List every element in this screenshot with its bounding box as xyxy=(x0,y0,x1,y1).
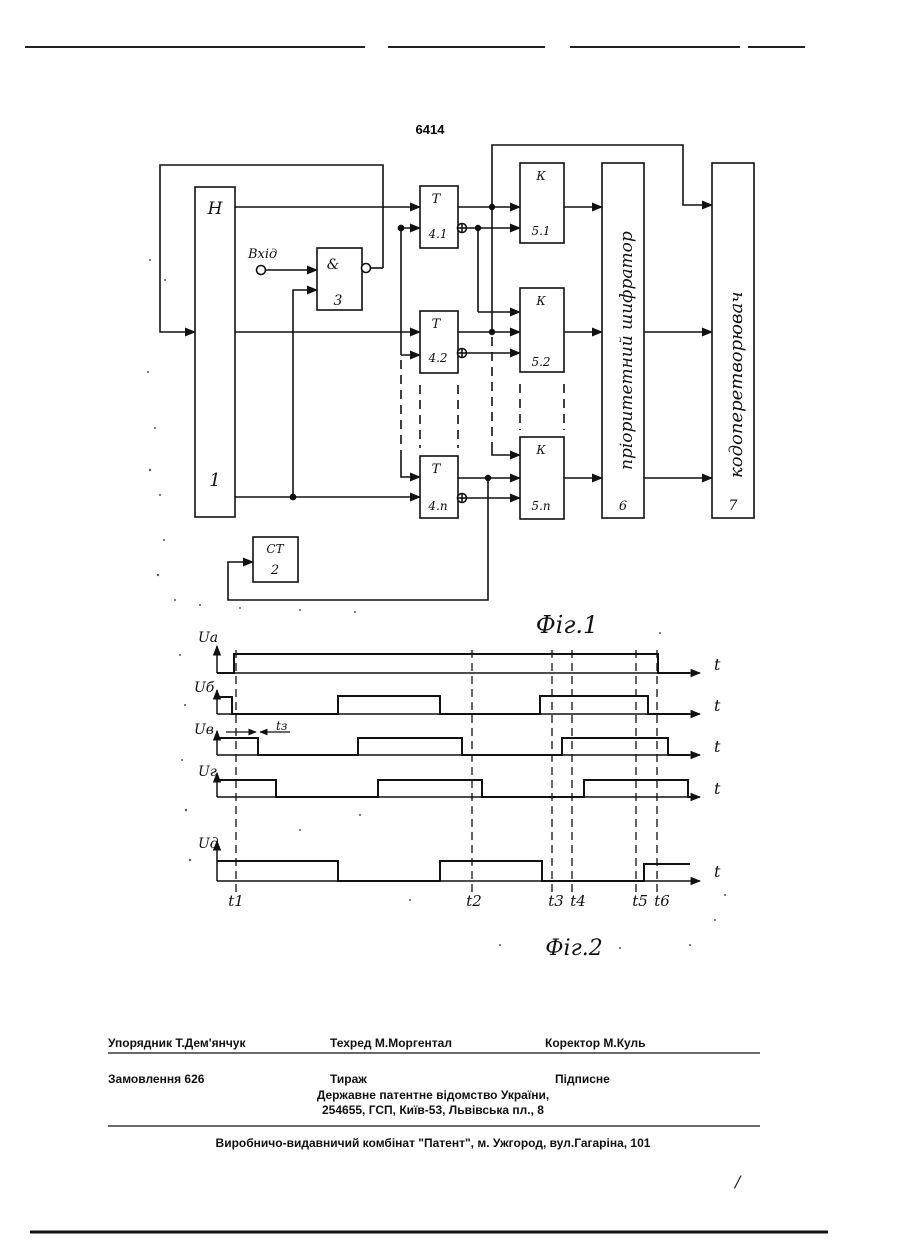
block-2-number: 2 xyxy=(270,563,279,578)
block-7-title: кодоперетворювач xyxy=(726,292,747,478)
signal-label-ub: Uб xyxy=(194,680,215,696)
footer-printer: Виробничо-видавничий комбінат "Патент", … xyxy=(216,1136,651,1150)
figure-2-waveforms xyxy=(217,654,695,881)
block-1-counter xyxy=(195,187,235,517)
signal-label-ud: Uд xyxy=(198,836,219,852)
trigger-4-2-top-label: Т xyxy=(432,317,442,332)
block-6-title: пріоритетний шифратор xyxy=(617,231,637,470)
waveform-ug xyxy=(217,780,695,797)
axis-label-t-1: t xyxy=(714,655,721,674)
input-label: Вхід xyxy=(247,247,277,262)
block-3-inverting-output xyxy=(362,264,371,273)
trigger-4-2-number: 4.2 xyxy=(427,351,447,365)
block-7-number: 7 xyxy=(729,498,738,514)
time-mark-t3: t3 xyxy=(548,892,564,910)
signal-label-ug: Uг xyxy=(198,764,217,780)
input-terminal xyxy=(257,266,266,275)
block-3-number: 3 xyxy=(334,293,343,309)
gate-5-n-top-label: К xyxy=(535,443,546,457)
figure-2-timing-diagram xyxy=(217,646,700,881)
footer-subscription: Підписне xyxy=(555,1072,610,1086)
waveform-uv xyxy=(217,738,690,755)
trigger-4-1-number: 4.1 xyxy=(427,227,447,241)
axis-label-t-5: t xyxy=(714,862,721,881)
trigger-4-n-top-label: Т xyxy=(432,462,442,477)
figure-1-caption: Фіг.1 xyxy=(536,611,599,639)
time-mark-t5: t5 xyxy=(632,892,648,910)
block-2-top-label: СТ xyxy=(266,542,284,556)
block-1-top-label: Н xyxy=(207,199,224,219)
corner-mark: / xyxy=(733,1172,742,1191)
block-3-top-label: & xyxy=(327,257,339,273)
footer-compiler: Упорядник Т.Дем'янчук xyxy=(108,1036,246,1050)
figure-1-labels: Н 1 СТ 2 & 3 Вхід Т 4.1 Т 4.2 Т 4.n К 5.… xyxy=(207,169,747,639)
waveform-ud xyxy=(217,861,690,881)
axis-label-t-3: t xyxy=(714,737,721,756)
trigger-4-1-top-label: Т xyxy=(432,192,442,207)
block-6-number: 6 xyxy=(619,499,627,514)
footer-corrector: Коректор М.Куль xyxy=(545,1036,646,1050)
gate-5-n-number: 5.n xyxy=(531,499,550,513)
figure-1-block-diagram xyxy=(160,145,754,600)
signal-label-uv: Uв xyxy=(194,722,214,738)
patent-number: 6414 xyxy=(416,122,446,137)
time-mark-t2: t2 xyxy=(466,892,482,910)
figure-2-caption: Фіг.2 xyxy=(545,936,602,961)
time-mark-t4: t4 xyxy=(570,892,586,910)
delay-label: tз xyxy=(276,719,287,733)
axis-label-t-2: t xyxy=(714,696,721,715)
gate-5-2-number: 5.2 xyxy=(531,355,550,369)
footer-techred: Техред М.Моргентал xyxy=(330,1036,452,1050)
figure-2-time-markers xyxy=(236,650,657,893)
time-mark-t1: t1 xyxy=(228,892,244,910)
footer-office-line-2: 254655, ГСП, Київ-53, Львівська пл., 8 xyxy=(322,1103,544,1117)
waveform-ua xyxy=(217,654,690,673)
gate-5-2-top-label: К xyxy=(535,294,546,308)
footer-circulation: Тираж xyxy=(330,1072,367,1086)
figure-2-labels: Uа Uб Uв Uг Uд t t t t t tз t1 t2 t3 t4 … xyxy=(194,630,721,961)
gate-5-1-number: 5.1 xyxy=(531,224,550,238)
block-1-number: 1 xyxy=(209,470,220,491)
signal-label-ua: Uа xyxy=(198,630,218,646)
gate-5-1-top-label: К xyxy=(535,169,546,183)
trigger-4-n-number: 4.n xyxy=(427,499,447,513)
footer-text: Упорядник Т.Дем'янчук Техред М.Моргентал… xyxy=(108,1036,742,1191)
waveform-ub xyxy=(217,696,690,714)
time-mark-t6: t6 xyxy=(654,892,670,910)
footer-office-line-1: Державне патентне відомство України, xyxy=(317,1088,549,1102)
footer-order: Замовлення 626 xyxy=(108,1072,205,1086)
axis-label-t-4: t xyxy=(714,779,721,798)
